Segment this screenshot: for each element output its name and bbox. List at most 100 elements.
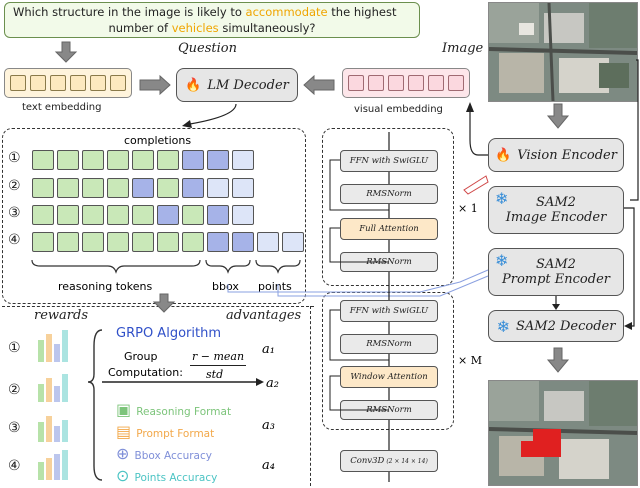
grpo-arrows	[87, 329, 264, 481]
formula-denominator: std	[206, 368, 224, 381]
fraction-line	[190, 365, 246, 366]
grpo-title: GRPO Algorithm	[116, 326, 221, 341]
lm-decoder-block: 🔥 LM Decoder	[176, 68, 298, 102]
token-cell	[182, 178, 204, 198]
legend-item-prompt-format: ▤ Prompt Format	[116, 422, 214, 441]
snowflake-icon: ❄	[496, 316, 510, 336]
image-caption: Image	[442, 41, 484, 56]
completions-panel	[2, 128, 306, 304]
token-cell	[157, 150, 179, 170]
points-label: points	[258, 280, 292, 293]
token-cell	[232, 178, 254, 198]
question-box: Which structure in the image is likely t…	[4, 2, 420, 38]
group-label: Group	[124, 350, 158, 363]
token-cell	[82, 232, 104, 252]
full-attention-block: Full Attention	[340, 218, 438, 240]
ffn-swiglu-block: FFN with SwiGLU	[340, 150, 438, 172]
token-cell	[57, 205, 79, 225]
token-cell	[82, 205, 104, 225]
sam2-prompt-encoder-block: ❄ SAM2 Prompt Encoder	[488, 248, 624, 296]
token-cell	[82, 150, 104, 170]
sam2-image-encoder-block: ❄ SAM2 Image Encoder	[488, 186, 624, 234]
reward-bars	[38, 330, 68, 480]
block-label: RMSNorm	[366, 189, 412, 199]
notes-icon: ▤	[116, 422, 132, 441]
advantages-label: advantages	[226, 308, 302, 323]
visual-embedding-label: visual embedding	[354, 104, 443, 115]
question-text: the highest	[327, 5, 397, 19]
token-cell	[32, 150, 54, 170]
token-cell	[207, 150, 229, 170]
question-text: Which structure in the image is likely t…	[13, 5, 246, 19]
block-sublabel: (2 × 14 × 14)	[386, 457, 428, 465]
aerial-image-input	[488, 2, 638, 102]
bbox-label: bbox	[212, 280, 239, 293]
token-cell	[207, 205, 229, 225]
completion-index: ④	[8, 232, 21, 248]
computation-label: Computation:	[108, 366, 183, 379]
legend-item-reasoning-format: ▣ Reasoning Format	[116, 400, 231, 419]
reward-index: ①	[8, 340, 21, 356]
text-embedding-label: text embedding	[22, 102, 102, 113]
token-cell	[182, 205, 204, 225]
legend-label: Bbox Accuracy	[134, 450, 212, 462]
block-label: FFN with SwiGLU	[349, 156, 429, 166]
location-pin-icon: ⊙	[116, 466, 130, 485]
token-cell	[107, 205, 129, 225]
token-cell	[207, 178, 229, 198]
snowflake-icon: ❄	[495, 189, 509, 208]
token-cell	[157, 178, 179, 198]
token-cell	[132, 178, 154, 198]
formula-numerator: r − mean	[192, 350, 245, 363]
legend-label: Reasoning Format	[136, 406, 232, 418]
block-label: Conv3D	[350, 456, 385, 466]
token-cell	[107, 150, 129, 170]
rmsnorm-block: RMSNorm	[340, 184, 438, 204]
block-label: Window Attention	[350, 372, 428, 382]
grpo-side-line	[310, 306, 311, 486]
advantage-a4: a₄	[262, 458, 275, 473]
fire-icon: 🔥	[495, 147, 512, 163]
repeat-x1: × 1	[458, 202, 478, 215]
advantage-a3: a₃	[262, 418, 275, 433]
token-cell	[157, 205, 179, 225]
legend-label: Points Accuracy	[134, 472, 218, 484]
token-cell	[157, 232, 179, 252]
token-cell	[82, 178, 104, 198]
token-cell	[182, 232, 204, 252]
token-cell	[207, 232, 229, 252]
reasoning-tokens-label: reasoning tokens	[58, 280, 153, 293]
token-cell	[132, 150, 154, 170]
advantage-a1: a₁	[262, 342, 275, 357]
block-label: Full Attention	[359, 224, 419, 234]
token-cell	[32, 178, 54, 198]
token-cell	[232, 150, 254, 170]
token-cell	[107, 232, 129, 252]
visual-embedding	[342, 68, 470, 98]
vision-encoder-block: 🔥 Vision Encoder	[488, 138, 624, 172]
conv3d-block: Conv3D(2 × 14 × 14)	[340, 450, 438, 472]
legend-item-bbox-accuracy: ⊕ Bbox Accuracy	[116, 444, 212, 463]
advantage-a2: a₂	[266, 376, 279, 391]
completion-index: ③	[8, 205, 21, 221]
token-group-braces	[31, 259, 301, 274]
crosshair-icon: ⊕	[116, 444, 130, 463]
block-label: FFN with SwiGLU	[349, 306, 429, 316]
sam2-decoder-label: SAM2 Decoder	[515, 318, 616, 334]
vision-encoder-label: Vision Encoder	[517, 147, 617, 163]
block-label: RMSNorm	[366, 339, 412, 349]
reward-index: ②	[8, 382, 21, 398]
highlight-word: vehicles	[171, 21, 219, 35]
token-cell	[32, 205, 54, 225]
sam2-decoder-block: ❄ SAM2 Decoder	[488, 310, 624, 342]
question-text: number of	[108, 21, 172, 35]
token-cell	[232, 232, 254, 252]
window-attention-block: Window Attention	[340, 366, 438, 388]
sam2-image-encoder-label: SAM2 Image Encoder	[505, 195, 607, 225]
token-cell	[32, 232, 54, 252]
repeat-xm: × M	[458, 354, 482, 367]
question-caption: Question	[178, 41, 237, 56]
rmsnorm-block: RMSNorm	[340, 334, 438, 354]
token-cell	[232, 205, 254, 225]
